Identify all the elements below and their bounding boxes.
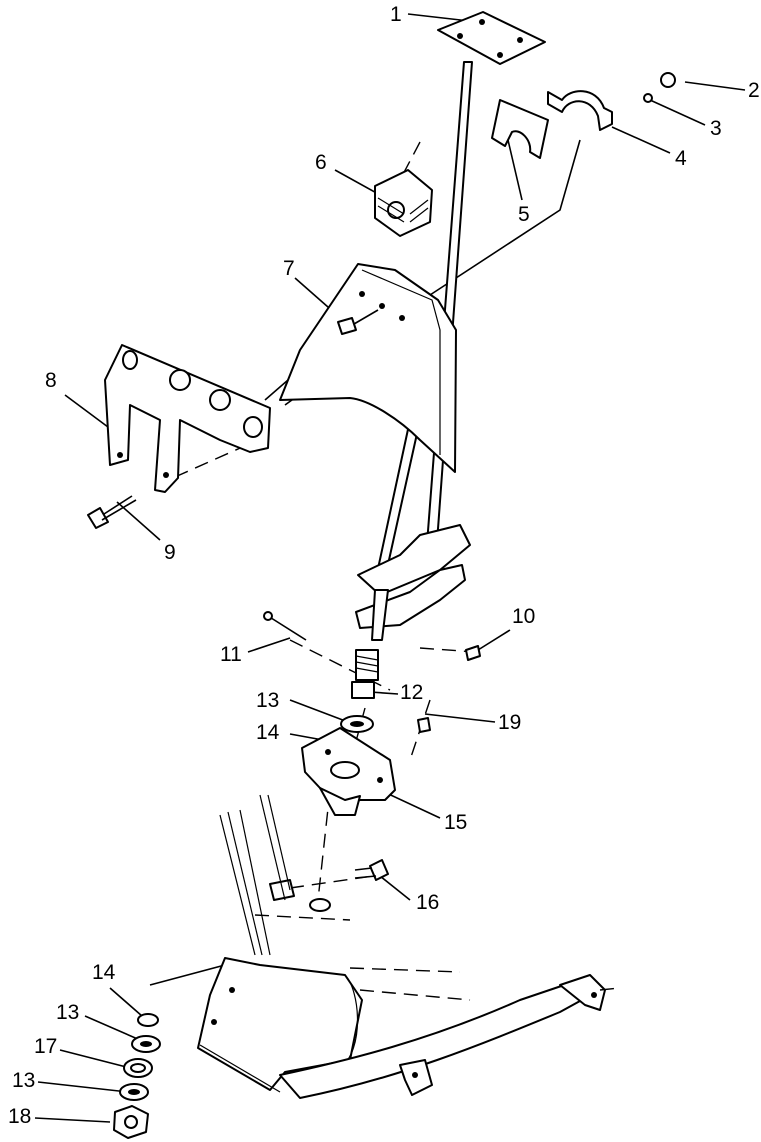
callout-9: 9 [164,541,176,564]
callout-19: 19 [498,711,522,734]
callout-1: 1 [390,3,402,26]
callout-7: 7 [283,257,295,280]
callout-3: 3 [710,117,722,140]
callout-13: 13 [256,689,280,712]
callout-12: 12 [400,681,424,704]
callout-13-lower-upper: 13 [56,1001,80,1024]
callout-15: 15 [444,811,468,834]
clamp-hardware [547,72,676,131]
threaded-spindle [351,649,379,699]
callout-2: 2 [748,79,760,102]
callout-18: 18 [8,1105,32,1128]
callout-11: 11 [220,643,242,666]
callout-16: 16 [416,891,440,914]
ski-arm [279,967,621,1099]
callout-6: 6 [315,151,327,174]
clevis-pin [263,611,307,641]
handlebar-bracket [104,344,271,493]
callout-14-lower: 14 [92,961,116,984]
callout-8: 8 [45,369,57,392]
bushing-half [491,99,549,159]
set-screw [417,717,431,733]
lower-hardware-stack [113,1013,161,1139]
callout-14: 14 [256,721,280,744]
housing-bolt [269,859,389,901]
callout-13-lower-lower: 13 [12,1069,36,1092]
callout-4: 4 [675,147,687,170]
frame-tubes [219,794,331,956]
steering-arm [355,524,471,641]
bushing-block [374,169,433,237]
cotter-pin [465,645,481,661]
callout-5: 5 [518,203,530,226]
support-bracket [279,263,457,473]
callout-17: 17 [34,1035,58,1058]
small-bolt [337,309,379,335]
bracket-bolt [87,495,137,529]
callout-10: 10 [512,605,536,628]
steering-housing [301,727,396,816]
